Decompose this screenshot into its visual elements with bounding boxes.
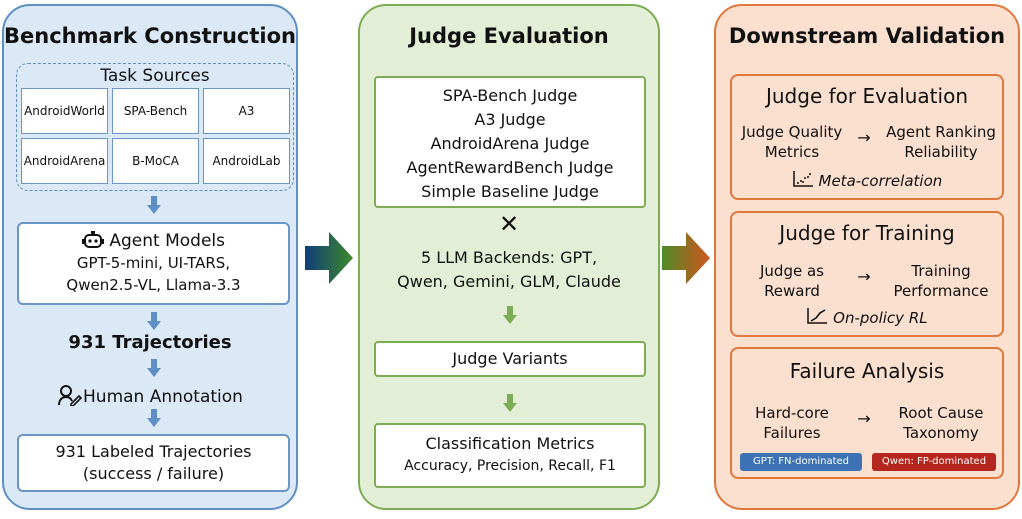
- eval-right-line: Reliability: [904, 143, 978, 161]
- labeled-line: (success / failure): [82, 464, 225, 483]
- agent-models-label: Agent Models: [109, 231, 226, 251]
- benchmark-construction-panel: Benchmark Construction Task Sources Andr…: [2, 4, 298, 510]
- failure-analysis-box: Failure Analysis Hard-core Failures → Ro…: [730, 347, 1004, 479]
- human-annotation-row: Human Annotation: [4, 384, 296, 407]
- judges-box: SPA-Bench Judge A3 Judge AndroidArena Ju…: [374, 76, 646, 208]
- qwen-tag: Qwen: FP-dominated: [872, 453, 996, 471]
- classification-metrics-box: Classification Metrics Accuracy, Precisi…: [374, 423, 646, 488]
- training-right-line: Training: [911, 262, 971, 280]
- judge-item: AndroidArena Judge: [430, 134, 590, 153]
- backends-line: Qwen, Gemini, GLM, Claude: [397, 272, 621, 291]
- failure-left-line: Failures: [763, 424, 821, 442]
- eval-left-line: Metrics: [764, 143, 820, 161]
- section-title: Judge for Evaluation: [765, 84, 968, 108]
- eval-right: Agent Ranking Reliability: [878, 122, 1004, 162]
- scatter-plot-icon: [792, 171, 813, 187]
- section-title: Judge for Training: [779, 221, 955, 245]
- training-right: Training Performance: [878, 261, 1004, 301]
- arrow-right-icon: [662, 232, 710, 284]
- agent-models-box: Agent Models GPT-5-mini, UI-TARS, Qwen2.…: [17, 222, 290, 305]
- arrow-right-icon: [305, 232, 353, 284]
- eval-note-row: Meta-correlation: [732, 170, 1002, 190]
- section-title: Failure Analysis: [789, 359, 945, 383]
- panel-title: Judge Evaluation: [409, 24, 609, 48]
- judge-item: SPA-Bench Judge: [442, 86, 578, 105]
- labeled-trajectories-box: 931 Labeled Trajectories (success / fail…: [17, 434, 290, 492]
- training-left: Judge as Reward: [734, 261, 850, 301]
- failure-right: Root Cause Taxonomy: [878, 403, 1004, 443]
- judge-item: A3 Judge: [474, 110, 546, 129]
- eval-note: Meta-correlation: [818, 172, 943, 190]
- failure-left-line: Hard-core: [755, 404, 829, 422]
- judge-item: AgentRewardBench Judge: [406, 158, 614, 177]
- arrow-right-icon: →: [857, 267, 871, 286]
- failure-right-line: Root Cause: [898, 404, 984, 422]
- human-annotation-label: Human Annotation: [83, 387, 243, 407]
- arrow-down-icon: [147, 312, 161, 330]
- source-a3: A3: [203, 88, 290, 134]
- judge-variants-label: Judge Variants: [452, 349, 568, 368]
- judge-for-evaluation-box: Judge for Evaluation Judge Quality Metri…: [730, 74, 1004, 200]
- task-sources-label: Task Sources: [100, 66, 210, 86]
- downstream-validation-panel: Downstream Validation Judge for Evaluati…: [714, 4, 1020, 510]
- source-androidlab: AndroidLab: [203, 138, 290, 184]
- judge-item: Simple Baseline Judge: [421, 182, 599, 201]
- training-note: On-policy RL: [833, 309, 928, 327]
- arrow-down-icon: [503, 394, 517, 412]
- arrow-down-icon: [147, 409, 161, 427]
- arrow-right-icon: →: [857, 409, 871, 428]
- backends-line: 5 LLM Backends: GPT,: [420, 248, 598, 267]
- training-left-line: Reward: [764, 282, 820, 300]
- failure-left: Hard-core Failures: [734, 403, 850, 443]
- training-note-row: On-policy RL: [732, 307, 1002, 327]
- judge-variants-box: Judge Variants: [374, 341, 646, 377]
- trajectories-count: 931 Trajectories: [68, 332, 232, 353]
- arrow-down-icon: [147, 359, 161, 377]
- arrow-down-icon: [147, 196, 161, 214]
- arrow-right-icon: →: [857, 128, 871, 147]
- source-androidarena: AndroidArena: [21, 138, 108, 184]
- task-sources-group: Task Sources AndroidWorld SPA-Bench A3 A…: [16, 63, 294, 191]
- arrow-down-icon: [503, 306, 517, 324]
- panel-title: Downstream Validation: [728, 24, 1006, 48]
- training-left-line: Judge as: [760, 262, 824, 280]
- line-chart-icon: [807, 308, 828, 324]
- agent-models-line: Qwen2.5-VL, Llama-3.3: [66, 276, 241, 294]
- training-right-line: Performance: [893, 282, 989, 300]
- failure-right-line: Taxonomy: [903, 424, 979, 442]
- eval-right-line: Agent Ranking: [886, 123, 996, 141]
- source-b-moca: B-MoCA: [112, 138, 199, 184]
- agent-models-line: GPT-5-mini, UI-TARS,: [76, 254, 231, 272]
- metrics-title: Classification Metrics: [425, 434, 595, 453]
- robot-icon: [81, 231, 104, 248]
- eval-left-line: Judge Quality: [741, 123, 843, 141]
- panel-title: Benchmark Construction: [4, 24, 296, 48]
- eval-left: Judge Quality Metrics: [734, 122, 850, 162]
- labeled-line: 931 Labeled Trajectories: [55, 442, 252, 461]
- gpt-tag: GPT: FN-dominated: [740, 453, 862, 471]
- judge-for-training-box: Judge for Training Judge as Reward → Tra…: [730, 211, 1004, 337]
- person-icon: [58, 385, 83, 407]
- times-icon: ✕: [498, 210, 520, 238]
- backends-text: 5 LLM Backends: GPT, Qwen, Gemini, GLM, …: [360, 246, 658, 294]
- judge-evaluation-panel: Judge Evaluation SPA-Bench Judge A3 Judg…: [358, 4, 660, 510]
- source-spa-bench: SPA-Bench: [112, 88, 199, 134]
- source-androidworld: AndroidWorld: [21, 88, 108, 134]
- metrics-list: Accuracy, Precision, Recall, F1: [404, 458, 616, 474]
